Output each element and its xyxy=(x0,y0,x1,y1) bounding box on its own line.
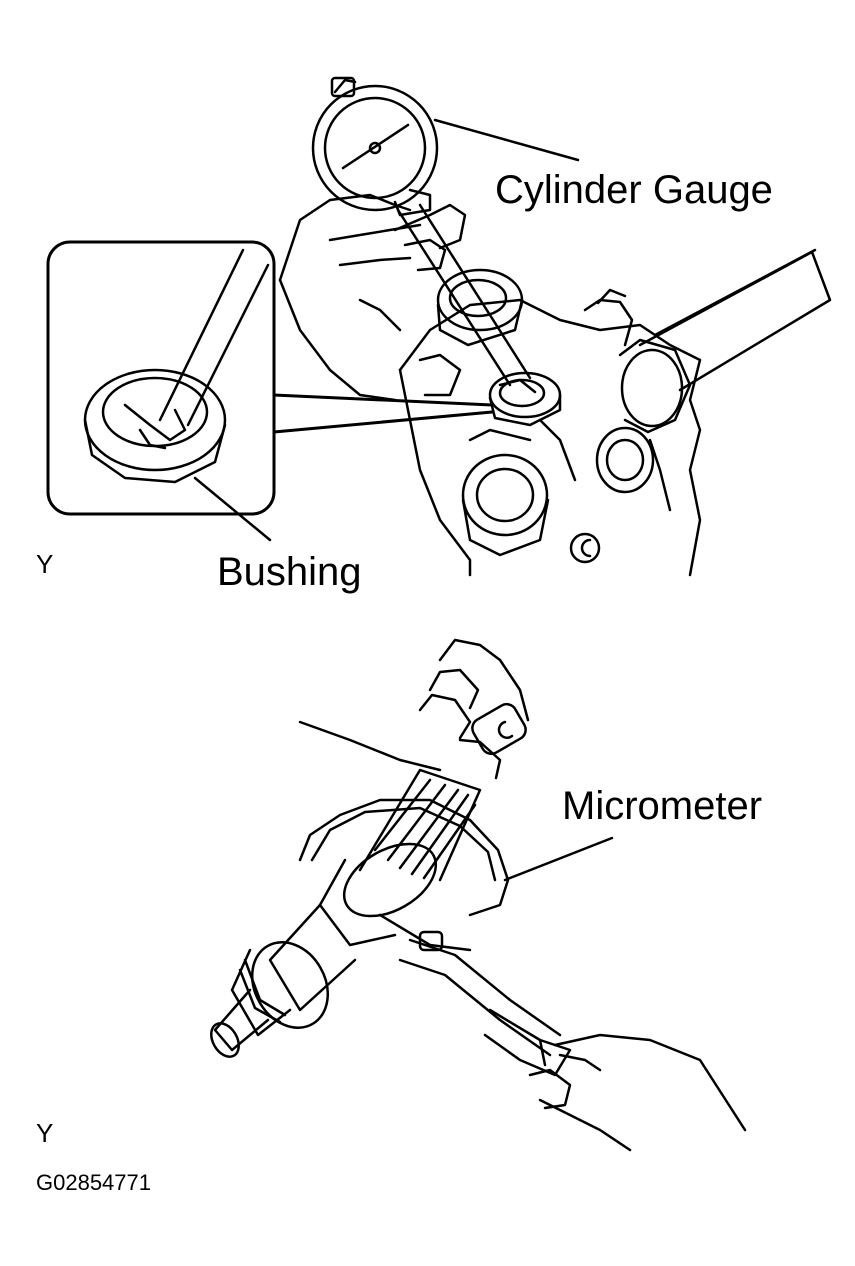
top-orientation-mark: Y xyxy=(36,549,54,579)
top-illustration xyxy=(0,0,855,600)
pinion-shaft xyxy=(206,770,480,1062)
micrometer-leader xyxy=(505,838,612,880)
cylinder-gauge-label: Cylinder Gauge xyxy=(495,168,773,212)
inset-connector-upper xyxy=(274,395,492,405)
bottom-orientation-mark: Y xyxy=(36,1118,54,1148)
inset-connector-lower xyxy=(274,412,492,432)
hand-bottom xyxy=(530,1035,745,1150)
micrometer-label: Micrometer xyxy=(562,784,763,828)
cylinder-gauge-icon xyxy=(313,78,535,392)
bushing-label: Bushing xyxy=(217,550,362,594)
bushing-inset xyxy=(48,242,274,514)
figure-code: G02854771 xyxy=(36,1170,151,1195)
micrometer-icon xyxy=(300,800,570,1075)
bushing-leader xyxy=(195,478,270,540)
cylinder-gauge-leader xyxy=(435,120,578,160)
hand-top xyxy=(300,640,529,778)
